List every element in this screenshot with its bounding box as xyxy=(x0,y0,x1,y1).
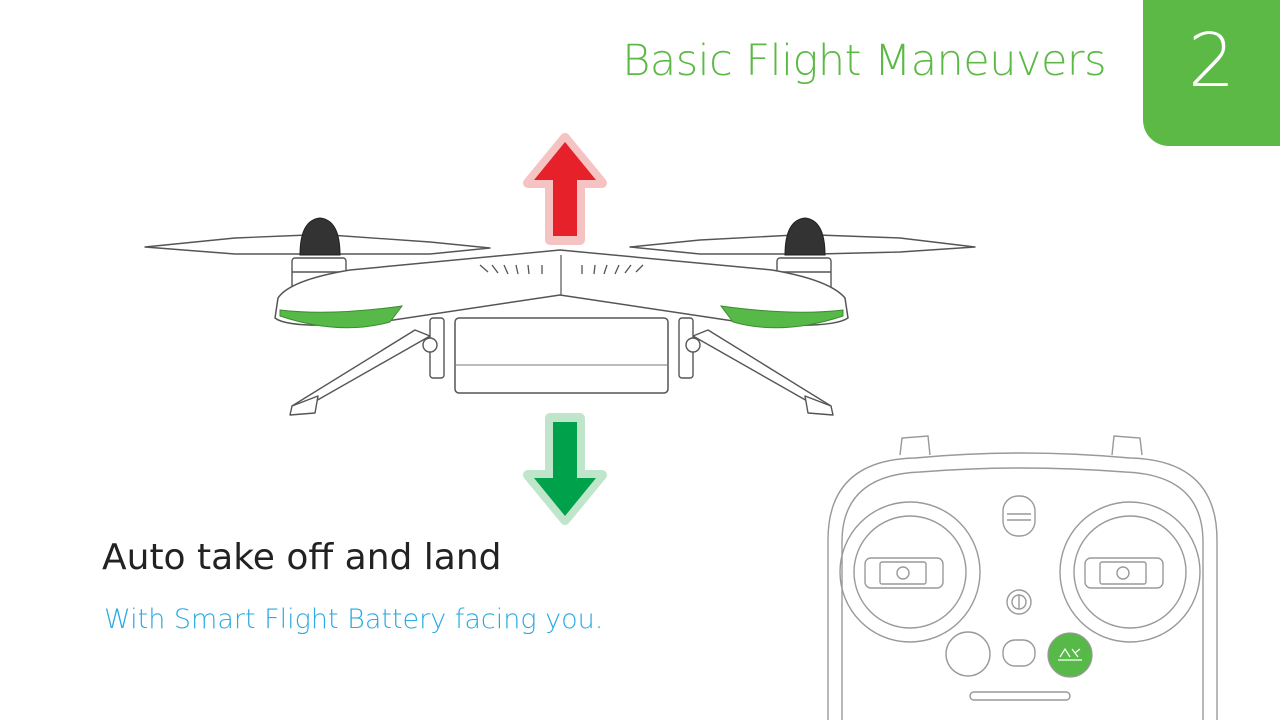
drone-illustration xyxy=(144,217,976,416)
chapter-tab: 2 xyxy=(1143,0,1280,146)
arrow-down-icon xyxy=(523,413,607,525)
remote-controller-illustration xyxy=(827,435,1218,720)
page-title: Basic Flight Maneuvers xyxy=(622,36,1106,86)
section-heading: Auto take off and land xyxy=(102,537,502,578)
chapter-number: 2 xyxy=(1187,18,1236,104)
section-subheading: With Smart Flight Battery facing you. xyxy=(104,604,604,635)
arrow-up-icon xyxy=(523,133,607,245)
